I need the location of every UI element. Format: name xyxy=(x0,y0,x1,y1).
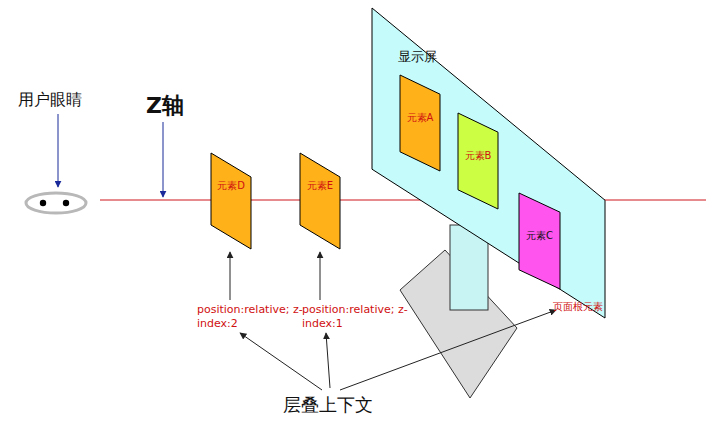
leader-arrow xyxy=(340,310,556,390)
shape-outline xyxy=(300,153,340,249)
node-label: 元素C xyxy=(519,229,560,243)
shape-outline xyxy=(519,193,560,289)
annotation-label: 层叠上下文 xyxy=(283,394,373,417)
shape-outline xyxy=(458,113,498,209)
screen-panel: 显示屏元素A 元素B 元素C xyxy=(372,8,605,318)
node-label: 显示屏 xyxy=(398,48,605,66)
leader-arrow xyxy=(240,333,322,390)
stacked-element: 元素D xyxy=(211,153,251,249)
pointer-arrow xyxy=(58,114,59,187)
node-label: 元素E xyxy=(300,179,340,193)
css-note: position:relative; z-index:1 xyxy=(302,303,410,331)
eye-pupil xyxy=(40,200,46,206)
eye-pupil xyxy=(63,200,69,206)
shape-outline xyxy=(211,153,251,249)
annotation-label: 用户眼睛 xyxy=(18,90,82,110)
axis-label: Z轴 xyxy=(146,92,184,120)
stacked-element: 元素C xyxy=(519,193,560,289)
leader-arrow xyxy=(320,252,321,300)
leader-arrow xyxy=(230,252,231,300)
node-label: 元素D xyxy=(211,179,251,193)
node-label: 元素B xyxy=(458,149,498,163)
annotation-label: 页面根元素 xyxy=(553,301,603,314)
shape-outline xyxy=(300,153,340,249)
shape-outline xyxy=(372,8,605,318)
stacked-element: 元素B xyxy=(458,113,498,209)
shape-outline xyxy=(400,75,440,171)
css-note: position:relative; z-index:2 xyxy=(197,303,305,331)
z-axis-line xyxy=(100,200,706,201)
pointer-arrow xyxy=(163,122,164,197)
eye-outline xyxy=(26,193,86,213)
leader-arrow xyxy=(326,333,330,388)
shape-outline xyxy=(211,153,251,249)
node-label: 元素A xyxy=(400,111,440,125)
stacked-element: 元素E xyxy=(300,153,340,249)
stacked-element: 元素A xyxy=(400,75,440,171)
